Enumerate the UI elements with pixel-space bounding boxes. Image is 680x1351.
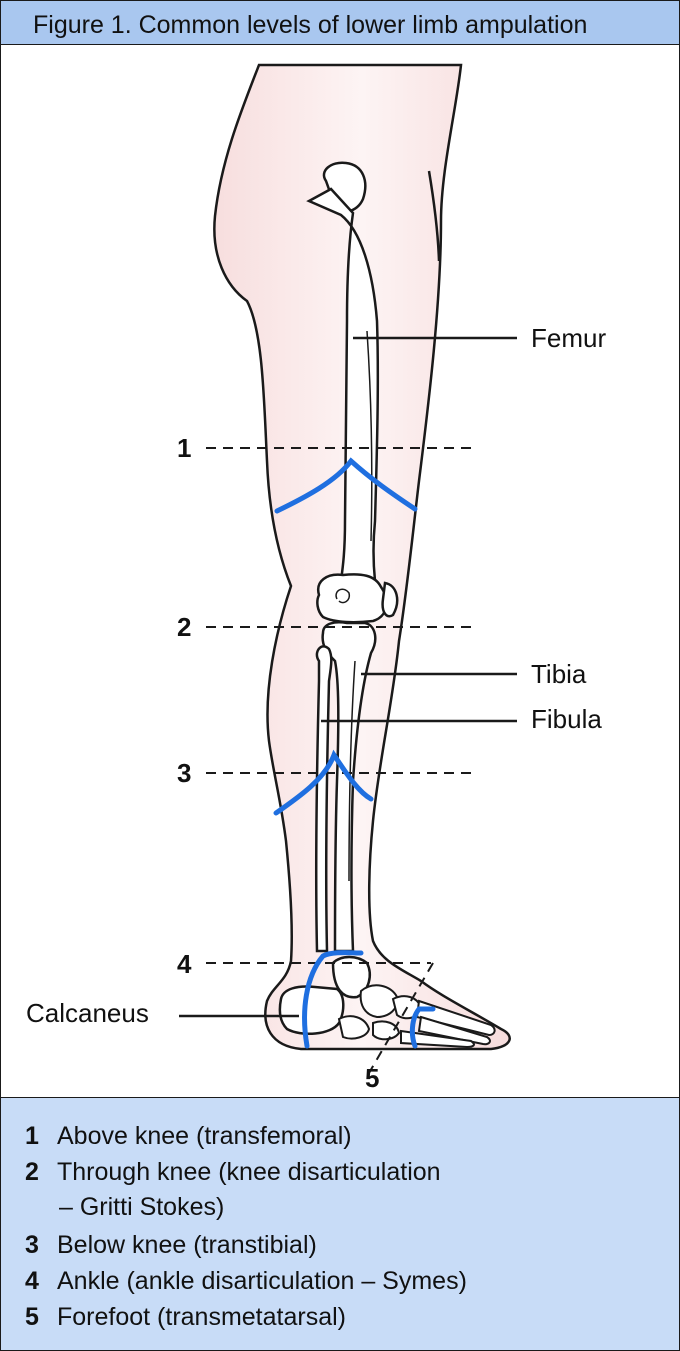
cut-lines xyxy=(273,457,436,1049)
level-number-1: 1 xyxy=(177,433,191,463)
femur-bone xyxy=(306,161,399,624)
legend-number: 4 xyxy=(25,1267,39,1295)
legend-text: Forefoot (transmetatarsal) xyxy=(57,1303,346,1331)
level-lines xyxy=(206,447,471,1074)
title-bar: Figure 1. Common levels of lower limb am… xyxy=(1,1,679,45)
legend-item-2: 2 Through knee (knee disarticulation xyxy=(25,1158,441,1187)
legend-item-3: 3 Below knee (transtibial) xyxy=(25,1231,317,1260)
legend-number: 3 xyxy=(25,1231,39,1259)
level-number-2: 2 xyxy=(177,612,191,642)
level-number-3: 3 xyxy=(177,758,191,788)
legend-item-5: 5 Forefoot (transmetatarsal) xyxy=(25,1303,346,1332)
label-calcaneus: Calcaneus xyxy=(26,998,149,1028)
legend-text: Ankle (ankle disarticulation – Symes) xyxy=(57,1267,467,1295)
label-tibia: Tibia xyxy=(531,659,587,689)
legend-text: Through knee (knee disarticulation xyxy=(57,1158,441,1186)
foot-bones xyxy=(278,955,496,1049)
figure-title: Figure 1. Common levels of lower limb am… xyxy=(33,11,588,39)
leader-lines xyxy=(179,336,517,1018)
legend-item-2-continuation: – Gritti Stokes) xyxy=(59,1193,225,1221)
legend-number: 2 xyxy=(25,1158,39,1186)
level-line-5 xyxy=(368,962,434,1074)
diagram-area: 1 2 3 4 5 Femur Tibia Fibula Calcaneus xyxy=(1,45,679,1097)
leg-diagram: 1 2 3 4 5 Femur Tibia Fibula Calcaneus xyxy=(26,63,606,1093)
lower-leg-bones xyxy=(314,621,377,953)
legend-text: Above knee (transfemoral) xyxy=(57,1122,352,1150)
legend-text: Below knee (transtibial) xyxy=(57,1231,317,1259)
level-number-4: 4 xyxy=(177,949,192,979)
label-femur: Femur xyxy=(531,323,606,353)
label-fibula: Fibula xyxy=(531,704,602,734)
cut-line-below-knee xyxy=(273,749,374,816)
cut-line-above-knee xyxy=(274,457,418,514)
legend-number: 1 xyxy=(25,1122,39,1150)
legend-item-1: 1 Above knee (transfemoral) xyxy=(25,1122,352,1151)
legend-panel: 1 Above knee (transfemoral) 2 Through knee… xyxy=(1,1097,679,1350)
cut-line-ankle xyxy=(302,950,364,1049)
level-number-5: 5 xyxy=(365,1063,379,1093)
legend-item-4: 4 Ankle (ankle disarticulation – Symes) xyxy=(25,1267,467,1296)
legend-number: 5 xyxy=(25,1303,39,1331)
hip-contour xyxy=(427,170,441,262)
cut-line-forefoot xyxy=(409,1006,436,1049)
